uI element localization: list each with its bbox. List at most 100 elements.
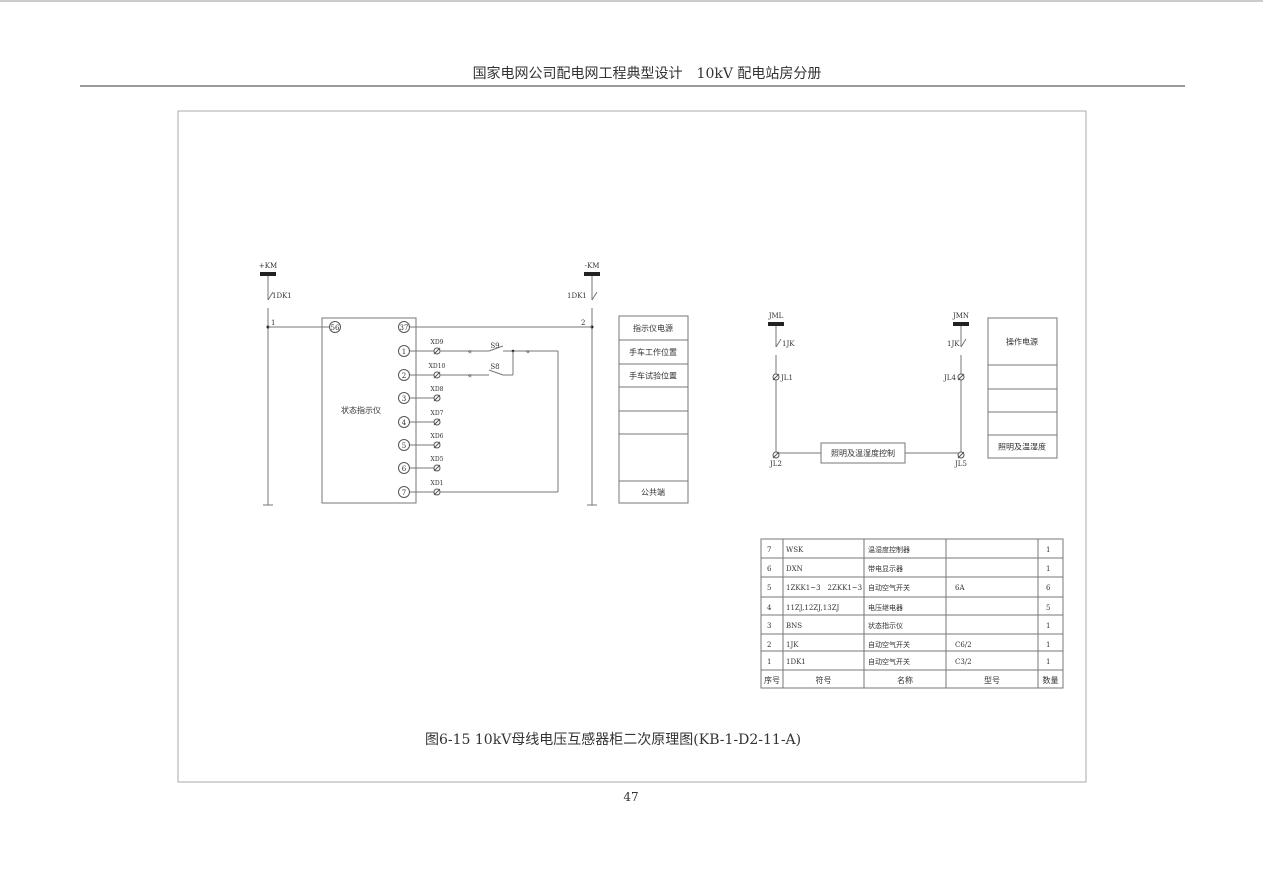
xd-terminal xyxy=(433,464,441,472)
status-indicator-box xyxy=(321,317,417,504)
jl2-label: JL2 xyxy=(769,460,782,468)
top-terminal-label: 56 xyxy=(331,324,340,332)
switch-1jk-left-label: 1JK xyxy=(782,340,795,348)
legend-cell: 公共端 xyxy=(641,487,665,497)
table-cell: 6 xyxy=(767,565,772,573)
terminal-number: 5 xyxy=(402,442,406,450)
table-header: 序号 xyxy=(764,675,780,685)
table-cell: 状态指示仪 xyxy=(868,621,903,630)
legend-cell: 手车工作位置 xyxy=(629,347,677,357)
switch-s8-label: S8 xyxy=(490,363,499,371)
table-cell: 4 xyxy=(767,604,772,612)
terminal-number: 2 xyxy=(402,372,406,380)
terminal-circle xyxy=(398,321,410,333)
table-cell: 1 xyxy=(1046,641,1050,649)
table-cell: 1 xyxy=(1046,546,1050,554)
table-cell: 5 xyxy=(767,584,771,592)
terminal-jl2 xyxy=(772,451,780,459)
table-cell: 2 xyxy=(767,641,771,649)
bus-jmn-label: JMN xyxy=(952,312,969,320)
table-cell: 7 xyxy=(767,546,771,554)
header-title: 国家电网公司配电网工程典型设计 10kV 配电站房分册 xyxy=(473,65,822,82)
terminal-number: 4 xyxy=(402,419,407,427)
table-cell: C3/2 xyxy=(955,658,972,666)
xd-terminal-slash xyxy=(433,394,441,402)
node-1-label: 1 xyxy=(271,319,275,327)
xd-terminal xyxy=(433,394,441,402)
table-border xyxy=(760,538,1064,689)
connector-icon: « xyxy=(468,348,472,356)
table-cell: 自动空气开关 xyxy=(868,583,910,592)
terminal-jl4-slash xyxy=(957,373,965,381)
table-cell: C6/2 xyxy=(955,641,972,649)
xd-label: XD1 xyxy=(431,480,444,487)
table-header: 符号 xyxy=(816,675,832,685)
connector-icon: « xyxy=(468,372,472,380)
table-cell: 1 xyxy=(1046,565,1050,573)
legend-cell: 指示仪电源 xyxy=(633,323,673,333)
xd-terminal-slash xyxy=(433,418,441,426)
status-indicator-label: 状态指示仪 xyxy=(341,405,381,415)
xd-label: XD8 xyxy=(431,386,444,393)
switch-1dk1-right-blade xyxy=(591,291,598,301)
table-cell: 1DK1 xyxy=(786,658,806,666)
bus-jml-bar xyxy=(768,322,784,326)
jl1-label: JL1 xyxy=(780,374,793,382)
table-cell: BNS xyxy=(786,622,802,630)
switch-s9-label: S9 xyxy=(490,342,499,350)
switch-left-label: 1DK1 xyxy=(272,292,292,300)
table-cell: 电压继电器 xyxy=(868,603,903,612)
xd-terminal-slash xyxy=(433,347,441,355)
bus-neg-bar xyxy=(584,272,600,276)
bus-pos-bar xyxy=(260,272,276,276)
table-cell: 自动空气开关 xyxy=(868,657,910,666)
bus-jml-label: JML xyxy=(768,312,784,320)
terminal-number: 7 xyxy=(402,489,406,497)
jl4-label: JL4 xyxy=(943,374,956,382)
connector-icon: « xyxy=(526,348,530,356)
table-cell: 3 xyxy=(767,622,771,630)
terminal-circle xyxy=(398,345,410,357)
switch-s9-blade xyxy=(488,345,504,352)
top-terminal-label: 37 xyxy=(400,324,409,332)
terminal-jl2-slash xyxy=(772,451,780,459)
table-cell: 1 xyxy=(1046,622,1050,630)
bus-neg-label: -KM xyxy=(585,262,600,270)
table-cell: 5 xyxy=(1046,604,1050,612)
terminal-number: 3 xyxy=(402,395,406,403)
controller-box xyxy=(820,442,906,464)
bus-jmn-bar xyxy=(953,322,969,326)
terminal-jl5 xyxy=(957,451,965,459)
xd-terminal-slash xyxy=(433,371,441,379)
xd-terminal-slash xyxy=(433,441,441,449)
switch-1jk-left-blade xyxy=(775,338,782,348)
table-cell: 1 xyxy=(767,658,771,666)
table-header: 名称 xyxy=(897,675,913,685)
controller-label: 照明及温湿度控制 xyxy=(831,448,895,458)
terminal-circle xyxy=(398,462,410,474)
xd-terminal-slash xyxy=(433,464,441,472)
terminal-circle xyxy=(398,416,410,428)
legend-cell: 照明及温湿度 xyxy=(998,442,1046,452)
table-cell: DXN xyxy=(786,565,803,573)
terminal-circle xyxy=(398,439,410,451)
xd-label: XD9 xyxy=(431,339,444,346)
figure-caption: 图6-15 10kV母线电压互感器柜二次原理图(KB-1-D2-11-A) xyxy=(425,731,801,748)
xd-terminal xyxy=(433,441,441,449)
page-number: 47 xyxy=(623,790,638,804)
xd-label: XD7 xyxy=(431,410,444,417)
xd-label: XD10 xyxy=(429,363,446,370)
switch-s8-blade xyxy=(488,369,504,376)
xd-label: XD6 xyxy=(431,433,444,440)
terminal-number: 1 xyxy=(402,348,406,356)
terminal-number: 6 xyxy=(402,465,407,473)
legend-cell: 操作电源 xyxy=(1006,337,1038,347)
table-cell: 6A xyxy=(955,584,965,592)
switch-1dk1-left-blade xyxy=(267,291,274,301)
table-cell: 带电显示器 xyxy=(868,564,903,573)
drawing-frame xyxy=(177,110,1087,783)
terminal-jl1-slash xyxy=(772,373,780,381)
